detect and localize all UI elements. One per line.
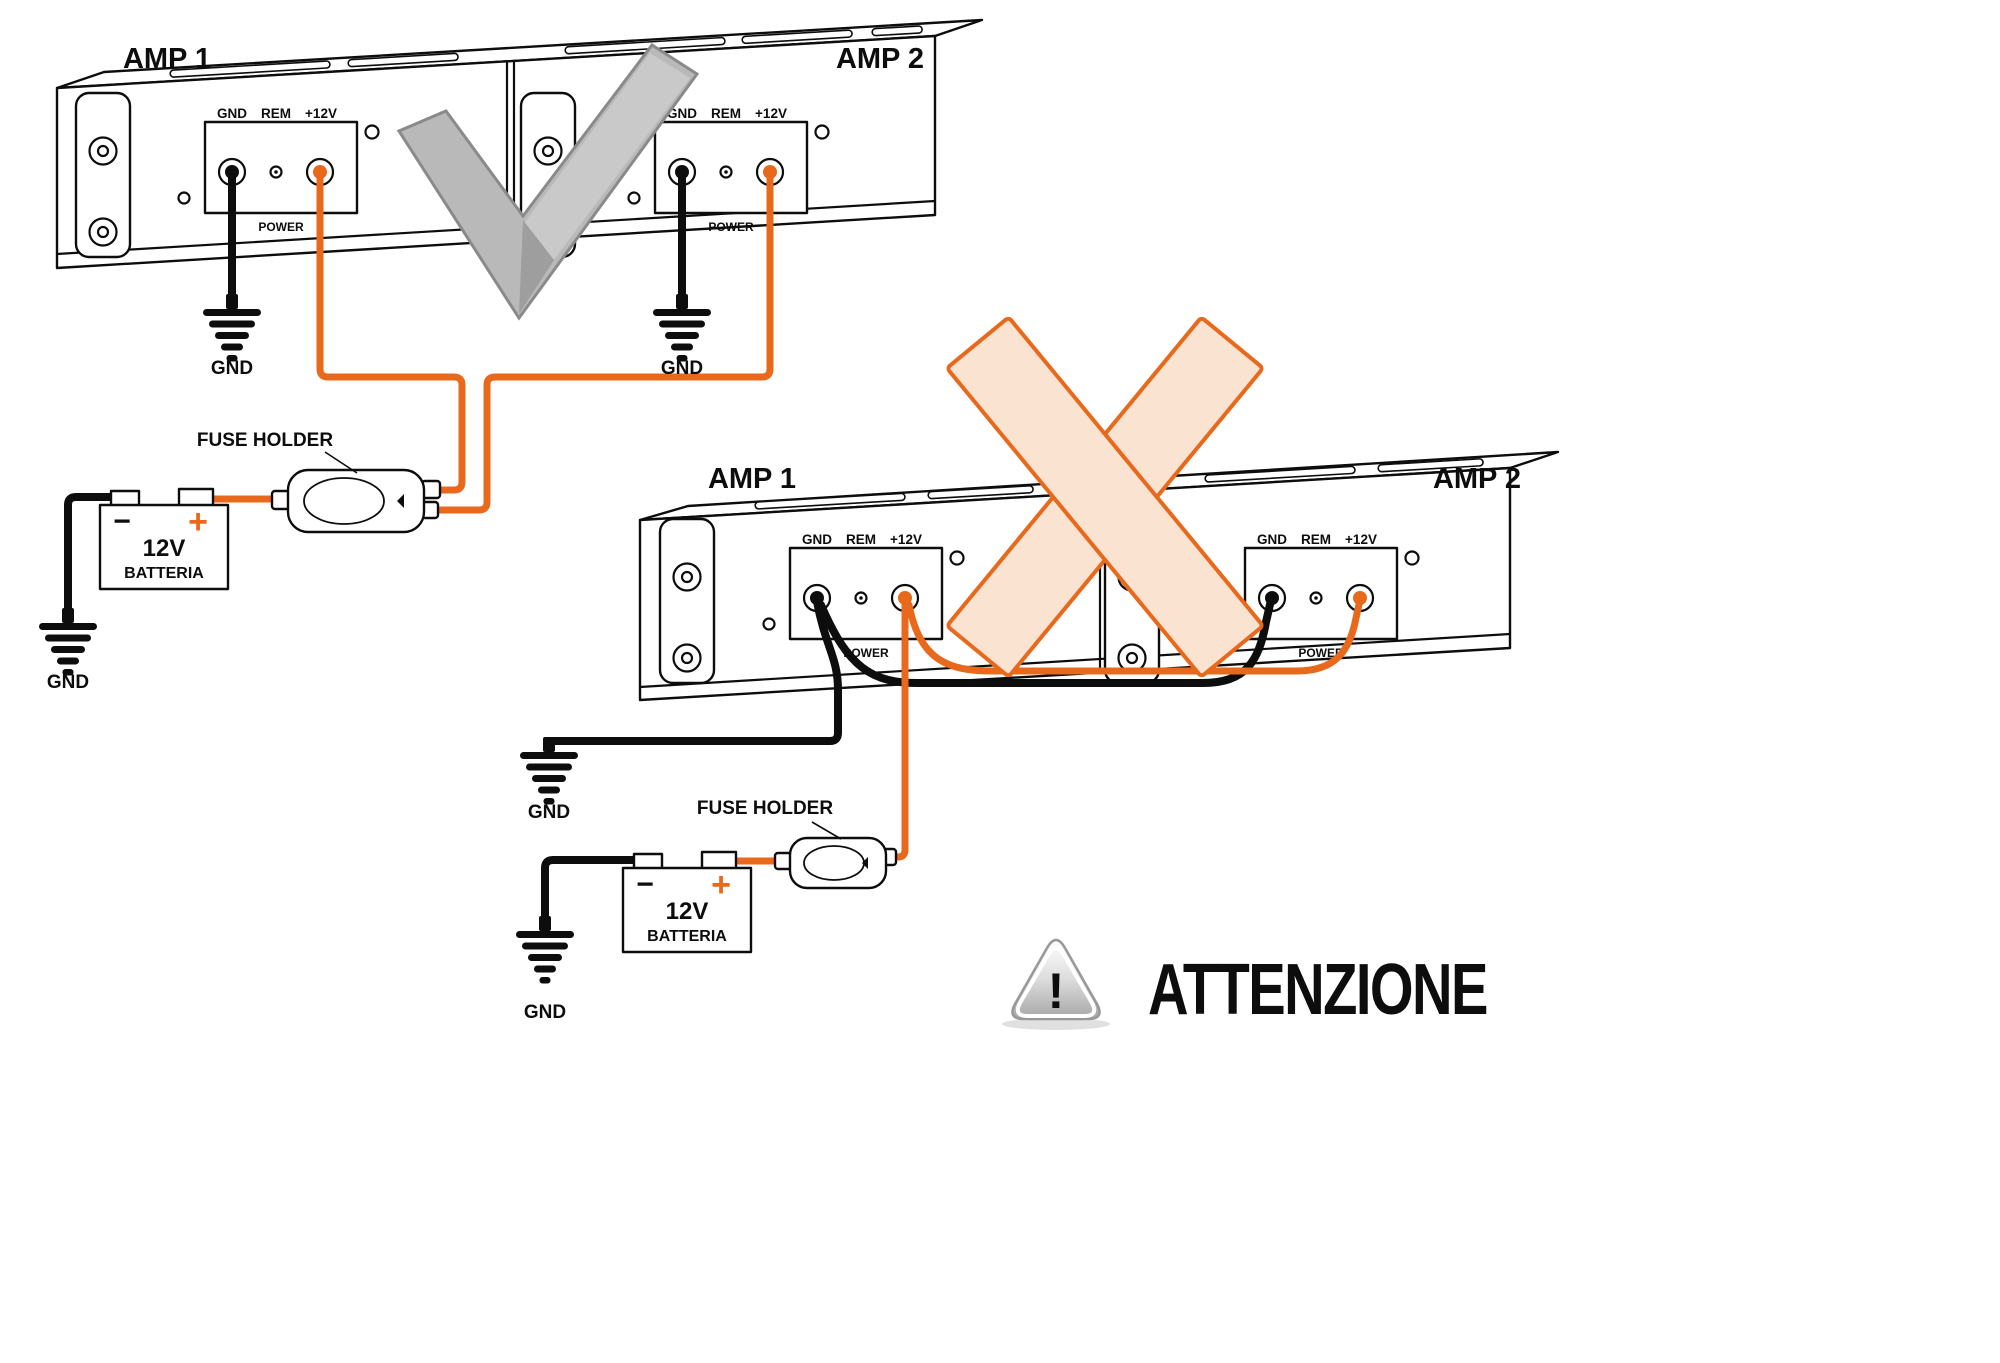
screw-hole [177,191,191,205]
amp2-label: AMP 2 [836,43,924,75]
chassis-ground-icon [39,608,97,676]
warning-banner: ! ATTENZIONE [1002,938,1488,1030]
ground-label: GND [47,672,89,693]
battery-minus-sign: − [636,868,654,901]
vent-slot [347,52,459,68]
screw-hole [949,550,965,566]
gnd-terminal-lug [225,165,239,179]
battery-name: BATTERIA [647,928,727,945]
power-label: POWER [708,220,754,234]
battery-ground-wire [541,856,639,926]
terminal-label-gnd: GND [217,106,247,121]
12v-terminal-lug [1353,591,1367,605]
vent-slot [1377,458,1484,473]
battery-voltage: 12V [143,535,186,562]
terminal-label-gnd: GND [667,106,697,121]
terminal-label-rem: REM [711,106,741,121]
12v-terminal-lug [763,165,777,179]
amp2-label: AMP 2 [1433,463,1521,495]
incorrect-wiring-section: AMP 1 AMP 2 GND REM +12V GND REM +12V PO… [516,316,1560,1023]
screw-hole [1404,550,1420,566]
terminal-label-gnd: GND [802,532,832,547]
terminal-label-rem: REM [261,106,291,121]
12v-terminal-lug [313,165,327,179]
chassis-ground-icon [203,294,261,362]
battery-name: BATTERIA [124,565,204,582]
12v-terminal-lug [898,591,912,605]
vent-slot [564,36,726,55]
vent-slot [1204,465,1356,483]
fuse-holder-pointer [811,821,842,840]
amp2-power-wire [422,172,774,514]
ground-label: GND [661,358,703,379]
screw-hole [814,124,830,140]
fuse-holder-latch [862,857,868,869]
screw-hole [364,124,380,140]
amp1-ground-wire [548,598,842,745]
ground-label: GND [211,358,253,379]
amp1-power-wire [880,598,909,861]
gnd-terminal-lug [675,165,689,179]
battery-plus-sign: + [711,866,731,904]
vent-slot [169,60,331,78]
battery-minus-sign: − [113,505,131,538]
correct-wiring-section: AMP 1 AMP 2 GND REM +12V GND REM +12V PO… [39,18,984,693]
fuse-holder-label: FUSE HOLDER [697,798,833,819]
amp1-label: AMP 1 [123,43,211,75]
chassis-bottom-trim [639,632,1511,689]
battery-plus-sign: + [188,503,208,541]
amp1-side-plate [658,517,716,685]
orange-cross-icon [946,316,1264,678]
fuse-holder-label: FUSE HOLDER [197,430,333,451]
terminal-label-12v: +12V [755,106,787,121]
battery-ground-wire [64,493,116,618]
battery-voltage: 12V [666,898,709,925]
amp1-label: AMP 1 [708,463,796,495]
amp1-power-wire [316,172,466,494]
terminal-label-12v: +12V [890,532,922,547]
vent-slot [927,484,1034,500]
fuse-holder [773,836,898,890]
chassis-ground-icon [653,294,711,362]
chassis-ground-icon [516,916,574,984]
terminal-label-gnd: GND [1257,532,1287,547]
power-label: POWER [1298,646,1344,660]
vent-slot [871,25,923,37]
attention-label: ATTENZIONE [1148,949,1487,1029]
ground-label: GND [528,802,570,823]
fuse-holder-pointer [324,451,358,474]
terminal-label-12v: +12V [305,106,337,121]
amp1-side-plate [74,91,132,259]
gray-checkmark-icon [396,42,700,321]
screw-hole [627,191,641,205]
gnd-terminal-lug [1265,591,1279,605]
terminal-label-rem: REM [1301,532,1331,547]
battery-12v: − + 12V BATTERIA [621,850,753,954]
fuse-holder [270,468,442,534]
vent-slot [754,492,906,510]
chassis-ground-icon [520,737,578,805]
screw-hole [762,617,776,631]
terminal-label-rem: REM [846,532,876,547]
power-label: POWER [258,220,304,234]
battery-12v: − + 12V BATTERIA [98,487,230,591]
gnd-terminal-lug [810,591,824,605]
warning-shadow [1002,1018,1110,1030]
fuse-holder-latch [397,494,404,508]
vent-slot [741,29,853,45]
ground-daisy-chain-wire [817,596,1275,687]
warning-exclamation: ! [1048,963,1065,1019]
ground-label: GND [524,1002,566,1023]
power-daisy-chain-wire [905,596,1364,675]
terminal-label-12v: +12V [1345,532,1377,547]
warning-triangle-icon: ! [1011,938,1101,1021]
